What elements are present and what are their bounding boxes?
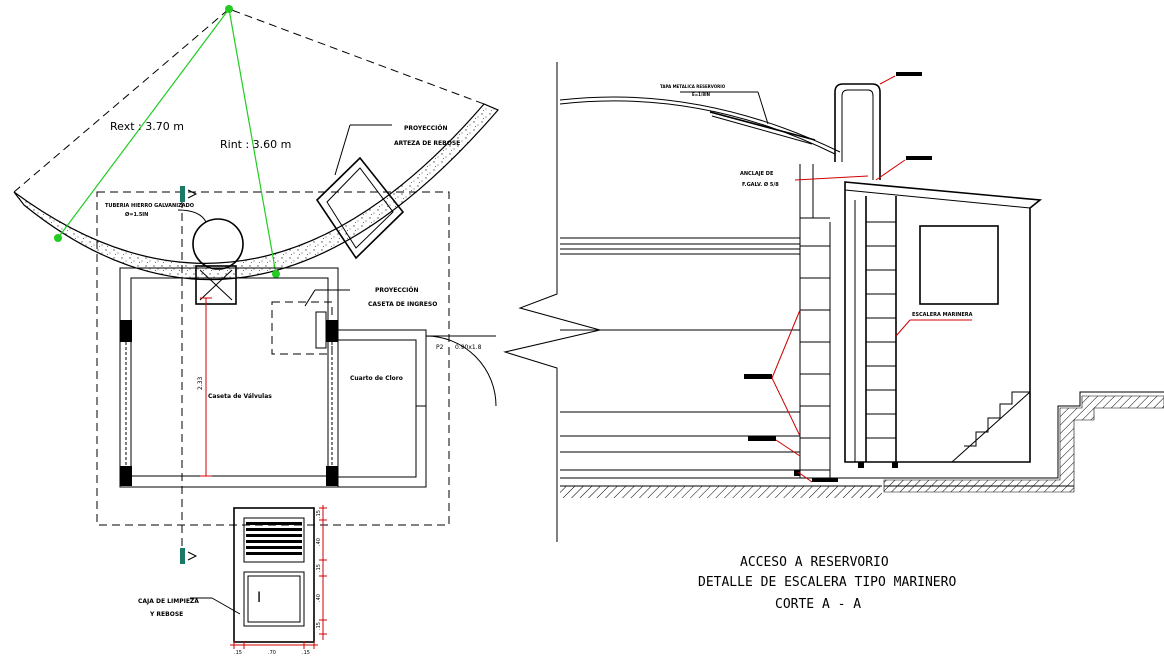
proj-tapa-label-1: PROYECCIÓN	[404, 125, 448, 132]
dim-bottom-2: .70	[268, 650, 276, 656]
column-1	[120, 320, 132, 342]
dim-right-5: .15	[316, 622, 322, 630]
dims-right-ticks	[319, 507, 327, 635]
tuberia-label-1: TUBERIA HIERRO GALVANIZADO	[105, 203, 194, 209]
dim-vertical-label: 2.33	[197, 376, 204, 390]
rext-end-point	[54, 234, 62, 242]
rint-radius-line	[228, 8, 277, 275]
ground-line	[882, 391, 1164, 479]
window-opening	[919, 225, 999, 305]
column-3	[326, 320, 338, 342]
dim-right-4: .40	[316, 594, 322, 602]
title-line-2: DETALLE DE ESCALERA TIPO MARINERO	[698, 575, 956, 590]
proj-caseta-label-1: PROYECCIÓN	[375, 287, 419, 294]
floor-slab	[560, 486, 882, 498]
cuarto-cloro-label: Cuarto de Cloro	[350, 375, 403, 382]
valve-fitting	[195, 265, 237, 305]
column-2	[120, 466, 132, 486]
section-marker-bottom-icon	[180, 548, 198, 564]
section-marker-top-icon	[180, 186, 198, 202]
dim-right-3: .15	[316, 564, 322, 572]
title-line-3: CORTE A - A	[775, 597, 861, 612]
caseta-ingreso-projection	[271, 301, 333, 355]
dim-bottom-1: .15	[234, 650, 242, 656]
caja-label-2: Y REBOSE	[149, 611, 183, 618]
proj-tapa-label-2: ARTEZA DE REBOSE	[394, 140, 460, 147]
dim-bottom-3: .15	[302, 650, 310, 656]
rext-radius-line	[57, 8, 230, 239]
title-line-1: ACCESO A RESERVORIO	[740, 555, 889, 570]
interior-ladder	[799, 164, 831, 478]
tuberia-label-2: Ø=1.5IN	[125, 211, 148, 218]
handrail	[834, 83, 881, 180]
p2-label: P2	[436, 344, 444, 351]
anclaje-label-1: ANCLAJE DE	[740, 171, 774, 177]
dim-right-2: .40	[316, 538, 322, 546]
anclaje-label-2: F.GALV. Ø 5/8	[742, 181, 779, 188]
caseta-ingreso-section	[844, 181, 1043, 463]
caja-symbol: I	[257, 590, 261, 606]
proj-caseta-label-2: CASETA DE INGRESO	[368, 301, 437, 308]
p2-size-label: 0.90x1.8	[455, 344, 482, 351]
reservoir-roof	[559, 100, 836, 155]
caseta-projection-dashed	[96, 191, 450, 526]
column-4	[326, 466, 338, 486]
caseta-valvulas-walls	[119, 267, 339, 488]
caja-label-1: CAJA DE LIMPIEZA	[138, 598, 199, 605]
grating-icon	[246, 522, 302, 555]
caja-limpieza: I	[233, 507, 315, 643]
cuarto-cloro-walls	[337, 329, 427, 488]
section-view: TAPA METALICA RESERVORIO E=1/8IN	[503, 62, 1164, 612]
rebose-cover-diamond	[315, 156, 405, 260]
marine-ladder	[865, 196, 897, 462]
rint-end-point	[272, 270, 280, 278]
door-swing	[425, 335, 497, 407]
escalera-label: ESCALERA MARINERA	[912, 312, 973, 318]
rint-label: Rint : 3.60 m	[220, 138, 291, 151]
dim-right-1: .15	[316, 510, 322, 518]
radius-center-point	[225, 5, 233, 13]
outer-sector-dashed	[13, 8, 485, 193]
tuberia-circle	[192, 218, 244, 270]
tapa-label-1: TAPA METALICA RESERVORIO	[660, 84, 726, 89]
rext-label: Rext : 3.70 m	[110, 120, 184, 133]
tapa-label-2: E=1/8IN	[692, 92, 710, 97]
plan-view: Rext : 3.70 m Rint : 3.60 m PROYECCIÓN A…	[13, 5, 499, 656]
caseta-valvulas-label: Caseta de Válvulas	[208, 393, 272, 400]
stairs	[964, 391, 1030, 447]
